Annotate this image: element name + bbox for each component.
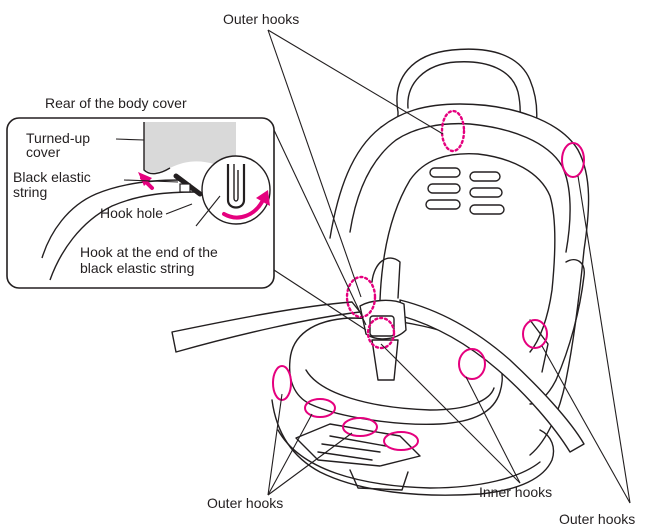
label-rear-of-body-cover: Rear of the body cover [45,95,187,111]
label-turned-up-line2: cover [26,144,61,160]
label-outer-hooks-bottom-left: Outer hooks [207,495,283,511]
label-hook-end-line1: Hook at the end of the [80,244,218,260]
hook-hole-shape [180,184,190,192]
label-black-elastic-line2: string [13,184,47,200]
label-outer-hooks-bottom-right: Outer hooks [559,511,635,527]
label-inner-hooks: Inner hooks [479,484,552,500]
hook-detail-circle [202,156,270,224]
label-hook-end-line2: black elastic string [80,260,194,276]
label-black-elastic-line1: Black elastic [13,169,91,185]
label-hook-hole: Hook hole [100,205,163,221]
label-outer-hooks-top: Outer hooks [223,11,299,27]
